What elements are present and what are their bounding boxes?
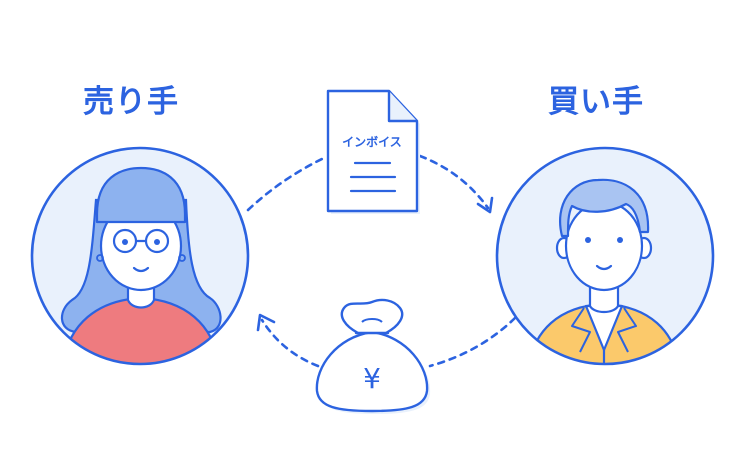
invoice-document-icon: インボイス xyxy=(326,89,420,214)
seller-label: 売り手 xyxy=(83,84,179,120)
seller-avatar xyxy=(30,146,250,366)
arrow-to-buyer xyxy=(246,154,490,212)
invoice-label: インボイス xyxy=(342,134,402,149)
yen-symbol: ¥ xyxy=(363,362,381,395)
arrow-to-seller xyxy=(260,316,517,368)
arrow-head-buyer xyxy=(476,196,494,214)
buyer-label: 買い手 xyxy=(548,84,644,120)
money-bag-icon: ¥ xyxy=(315,298,431,414)
arrow-head-seller xyxy=(256,313,276,332)
buyer-avatar xyxy=(495,146,715,366)
